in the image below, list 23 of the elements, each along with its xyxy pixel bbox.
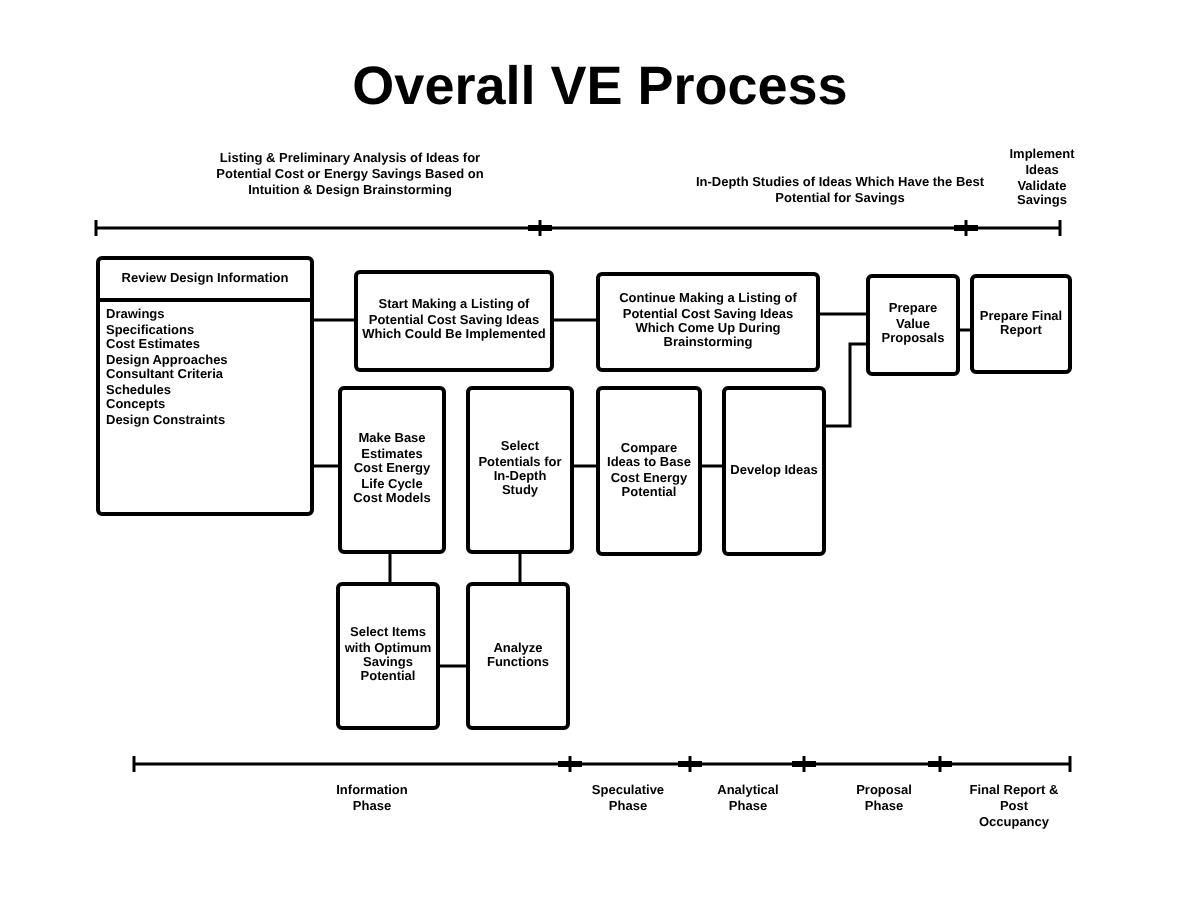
- connector-line: [960, 328, 970, 332]
- process-box: [338, 386, 446, 554]
- title: Overall VE Process: [350, 56, 850, 118]
- process-box: [336, 582, 440, 730]
- connector-line: [314, 318, 354, 322]
- connector-line: [314, 464, 338, 468]
- process-box: [970, 274, 1072, 374]
- connector-line: [440, 664, 466, 668]
- process-box: [466, 386, 574, 554]
- connector-line: [554, 318, 596, 322]
- process-box: [354, 270, 554, 372]
- information-panel: [96, 256, 314, 516]
- process-box: [596, 386, 702, 556]
- connector-line: [826, 342, 866, 428]
- connector-line: [518, 554, 522, 582]
- connector-line: [820, 312, 866, 316]
- connector-line: [702, 464, 722, 468]
- process-box: [866, 274, 960, 376]
- connector-line: [388, 554, 392, 582]
- process-box: [722, 386, 826, 556]
- connector-line: [574, 464, 596, 468]
- process-box: [596, 272, 820, 372]
- process-box: [466, 582, 570, 730]
